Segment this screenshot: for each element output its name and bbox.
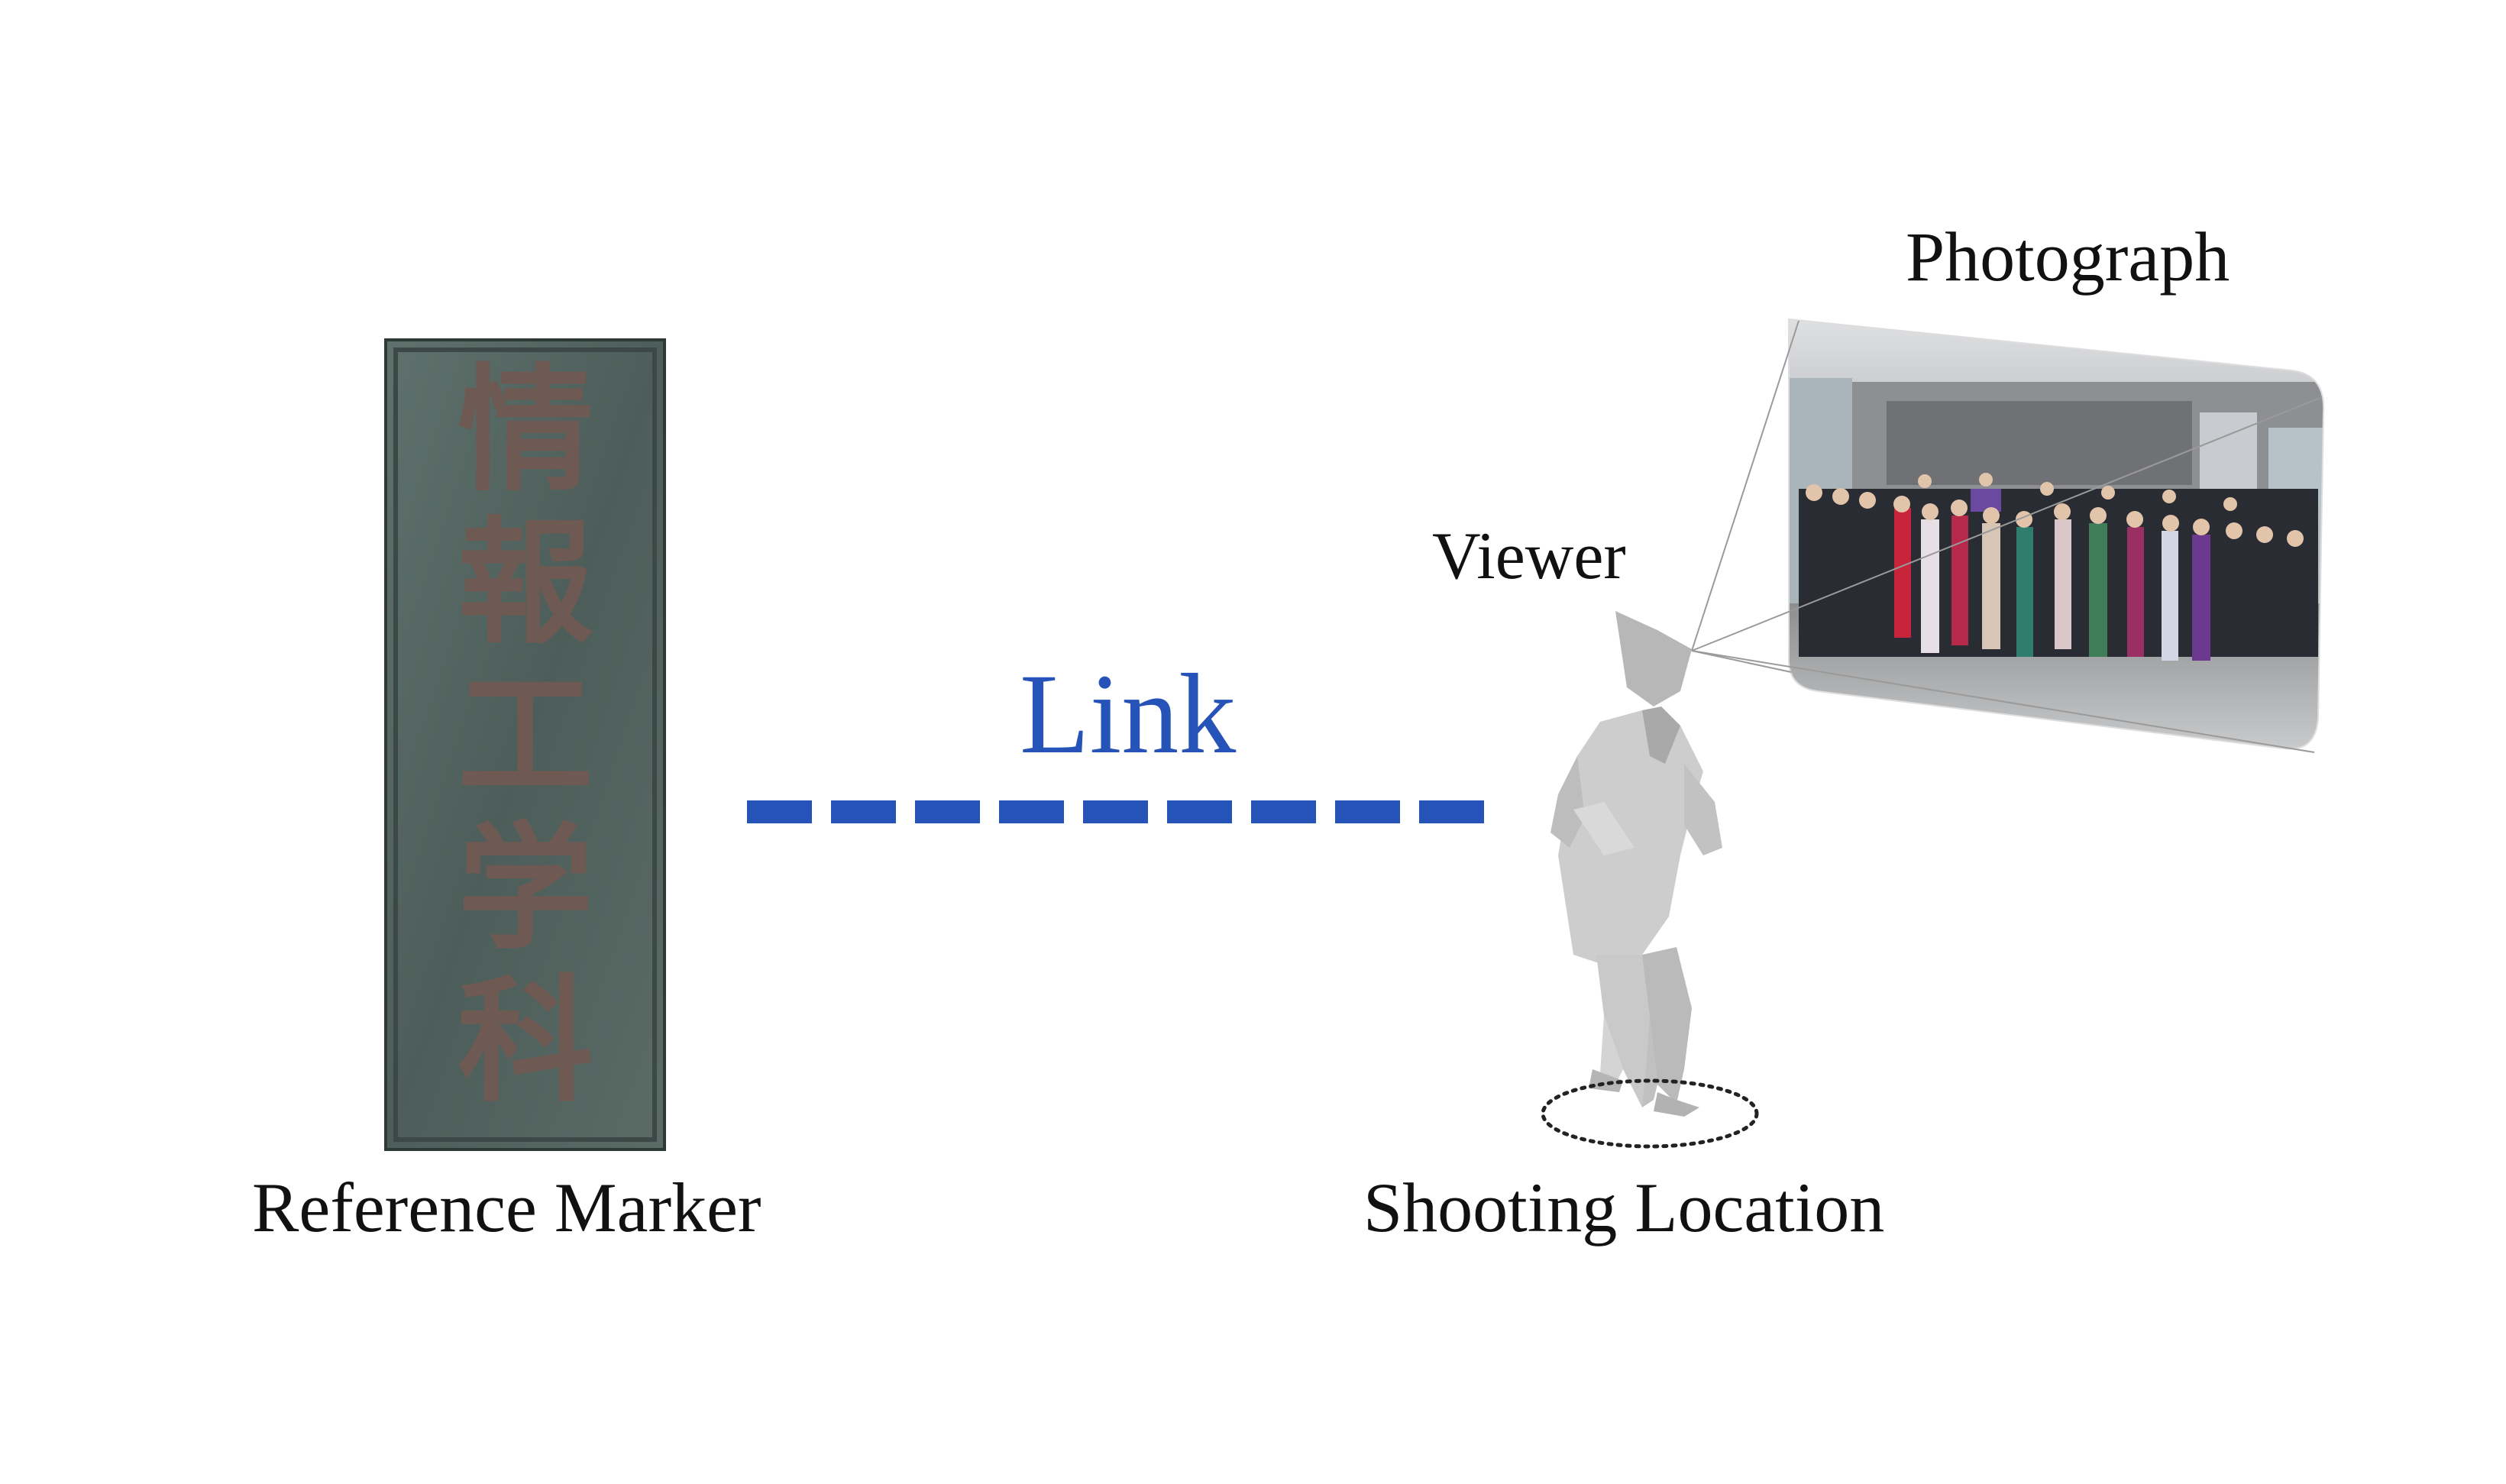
shooting-location-ellipse: [1541, 1078, 1759, 1149]
marker-character: 報: [458, 504, 593, 662]
marker-character: 情: [458, 351, 593, 509]
view-frustum-lines: [1691, 320, 2323, 753]
viewer-label: Viewer: [1432, 519, 1626, 593]
marker-character: 科: [458, 962, 593, 1120]
marker-character: 学: [458, 810, 593, 968]
link-label: Link: [1020, 651, 1237, 778]
photograph-label: Photograph: [1906, 218, 2230, 296]
viewer-figure: [1550, 611, 1722, 1117]
reference-marker-plaque: [384, 338, 666, 1151]
shooting-location-label: Shooting Location: [1363, 1169, 1885, 1246]
photograph-image: [1787, 318, 2325, 750]
marker-character: 工: [458, 657, 593, 815]
reference-marker-label: Reference Marker: [252, 1169, 762, 1246]
